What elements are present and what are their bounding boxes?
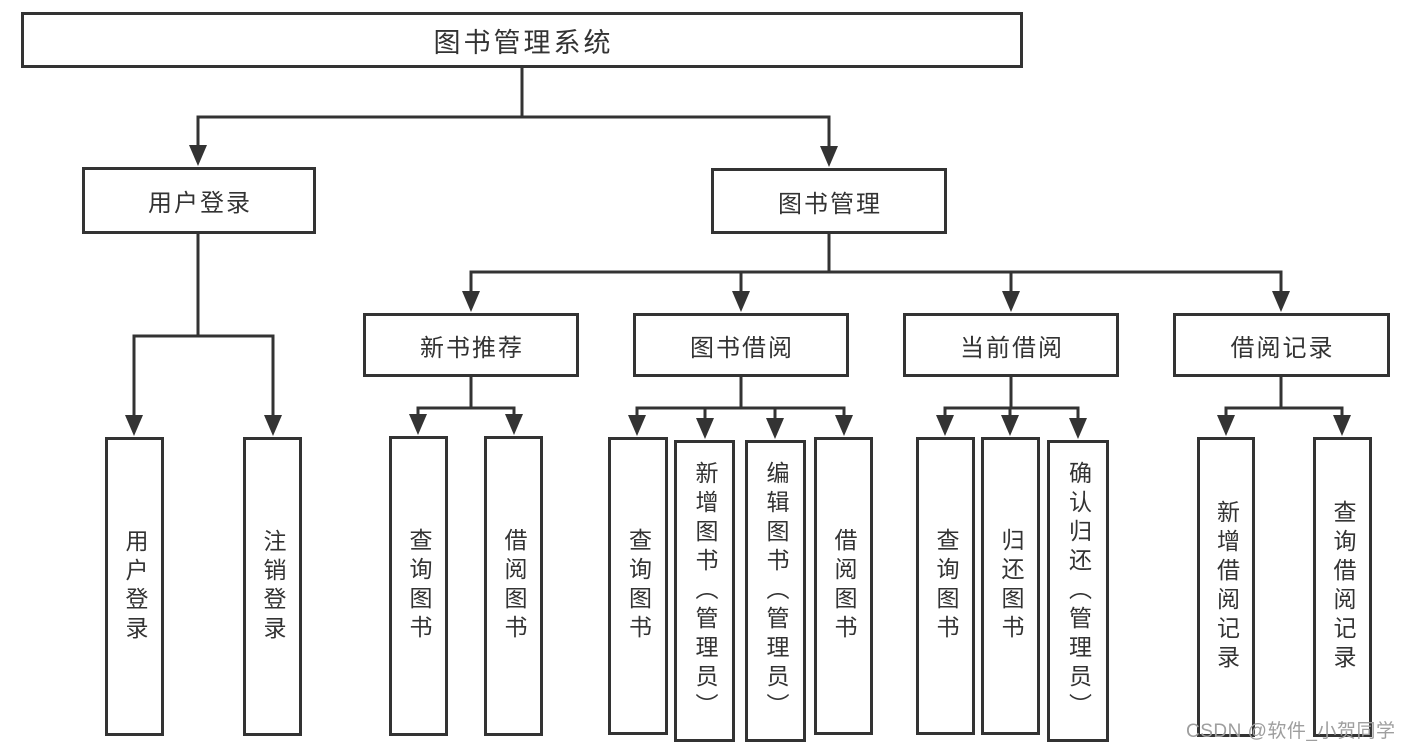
arrowhead-icon bbox=[766, 418, 784, 439]
leaf-query-borrow-record: 查询借阅记录 bbox=[1313, 437, 1372, 737]
leaf-edit-books-admin: 编辑图书（管理员） bbox=[745, 440, 806, 742]
arrowhead-icon bbox=[835, 415, 853, 436]
arrowhead-icon bbox=[1001, 415, 1019, 436]
arrowhead-icon bbox=[1272, 291, 1290, 312]
node-user-login-group: 用户登录 bbox=[82, 167, 316, 234]
node-label: 用户登录 bbox=[148, 190, 252, 217]
node-label: 新书推荐 bbox=[420, 334, 524, 362]
node-label: 新增图书（管理员） bbox=[692, 460, 718, 722]
csdn-watermark: CSDN @软件_小贺同学 bbox=[1186, 721, 1396, 742]
node-label: 确认归还（管理员） bbox=[1065, 460, 1092, 722]
leaf-add-books-admin: 新增图书（管理员） bbox=[674, 440, 735, 742]
arrowhead-icon bbox=[264, 415, 282, 436]
arrowhead-icon bbox=[628, 415, 646, 436]
leaf-confirm-return-admin: 确认归还（管理员） bbox=[1047, 440, 1109, 742]
node-label: 查询图书 bbox=[625, 528, 652, 644]
node-label: 图书管理系统 bbox=[433, 27, 614, 58]
leaf-query-books-1: 查询图书 bbox=[389, 436, 448, 736]
node-label: 编辑图书（管理员） bbox=[763, 460, 789, 722]
leaf-user-login: 用户登录 bbox=[105, 437, 164, 736]
arrowhead-icon bbox=[1069, 418, 1087, 439]
arrowhead-icon bbox=[125, 415, 143, 436]
node-label: 查询借阅记录 bbox=[1330, 500, 1356, 674]
node-label: 归还图书 bbox=[998, 528, 1024, 644]
node-book-borrow: 图书借阅 bbox=[633, 313, 849, 377]
arrowhead-icon bbox=[820, 146, 838, 167]
arrowhead-icon bbox=[189, 145, 207, 166]
node-label: 注销登录 bbox=[260, 528, 286, 645]
node-label: 查询图书 bbox=[933, 528, 959, 644]
node-label: 查询图书 bbox=[406, 528, 432, 644]
arrowhead-icon bbox=[1333, 415, 1351, 436]
leaf-return-books: 归还图书 bbox=[981, 437, 1040, 735]
node-current-borrow: 当前借阅 bbox=[903, 313, 1119, 377]
node-label: 图书借阅 bbox=[690, 334, 794, 362]
arrowhead-icon bbox=[1217, 415, 1235, 436]
arrowhead-icon bbox=[1002, 291, 1020, 312]
node-label: 图书管理 bbox=[778, 190, 882, 218]
arrowhead-icon bbox=[936, 415, 954, 436]
node-label: 借阅记录 bbox=[1230, 334, 1335, 362]
node-label: 借阅图书 bbox=[831, 528, 857, 644]
node-label: 当前借阅 bbox=[960, 334, 1064, 362]
leaf-borrow-books-2: 借阅图书 bbox=[814, 437, 873, 735]
leaf-query-books-3: 查询图书 bbox=[916, 437, 975, 735]
node-library-management-system: 图书管理系统 bbox=[21, 12, 1023, 68]
node-borrow-records: 借阅记录 bbox=[1173, 313, 1390, 377]
arrowhead-icon bbox=[462, 291, 480, 312]
leaf-logout: 注销登录 bbox=[243, 437, 302, 736]
node-book-management-group: 图书管理 bbox=[711, 168, 947, 234]
node-label: 用户登录 bbox=[122, 528, 148, 645]
arrowhead-icon bbox=[505, 414, 523, 435]
arrowhead-icon bbox=[732, 291, 750, 312]
node-new-book-recommend: 新书推荐 bbox=[363, 313, 579, 377]
leaf-query-books-2: 查询图书 bbox=[608, 437, 668, 735]
arrowhead-icon bbox=[696, 418, 714, 439]
node-label: 借阅图书 bbox=[501, 528, 527, 644]
leaf-borrow-books-1: 借阅图书 bbox=[484, 436, 543, 736]
leaf-add-borrow-record: 新增借阅记录 bbox=[1197, 437, 1255, 737]
arrowhead-icon bbox=[409, 414, 427, 435]
node-label: 新增借阅记录 bbox=[1213, 500, 1240, 674]
